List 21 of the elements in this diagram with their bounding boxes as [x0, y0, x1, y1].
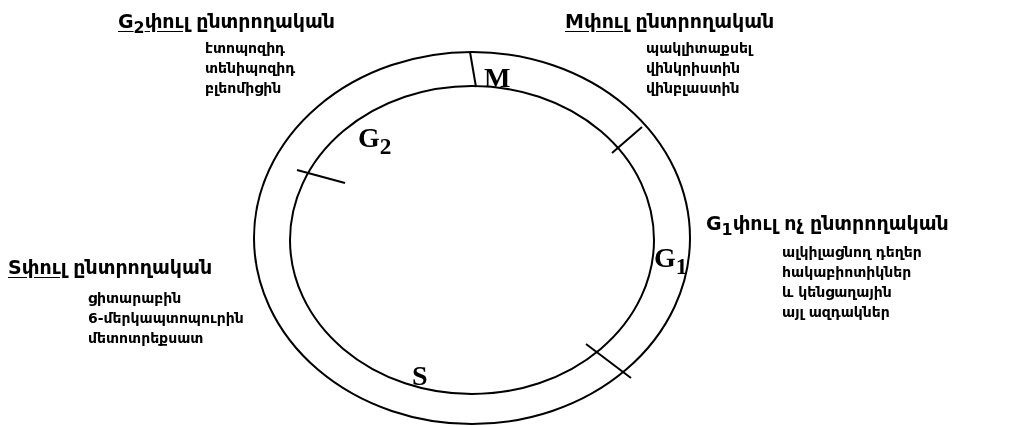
drug-name: պակլիտաքսել	[646, 40, 753, 56]
phase-label: S	[412, 360, 428, 392]
drug-name: վինբլաստին	[646, 80, 740, 96]
drug-name: բլեոմիցին	[205, 80, 282, 96]
phase-heading: G$_{2}$փուլ ընտրողական	[118, 10, 336, 37]
phase-heading: G$_{1}$փուլ ոչ ընտրողական	[706, 212, 949, 239]
drug-name: վինկրիստին	[646, 60, 741, 76]
drug-name: այլ ազդակներ	[782, 304, 890, 320]
phase-label: G$_{2}$	[358, 122, 392, 160]
phase-label: M	[484, 62, 511, 94]
drug-name: և կենցաղային	[782, 284, 892, 300]
drug-name: էտոպոզիդ	[205, 40, 286, 56]
phase-heading: Sփուլ ընտրողական	[8, 256, 213, 278]
phase-heading: Mփուլ ընտրողական	[565, 10, 775, 32]
drug-name: տենիպոզիդ	[205, 60, 296, 76]
phase-label: G$_{1}$	[654, 242, 688, 280]
drug-name: հակաբիոտիկներ	[782, 264, 912, 280]
drug-name: ալկիլացնող դեղեր	[782, 244, 922, 260]
drug-name: 6-մերկապտոպուրին	[88, 310, 244, 326]
drug-name: մետոտրեքսատ	[88, 330, 204, 346]
drug-name: ցիտարաբին	[88, 290, 182, 306]
